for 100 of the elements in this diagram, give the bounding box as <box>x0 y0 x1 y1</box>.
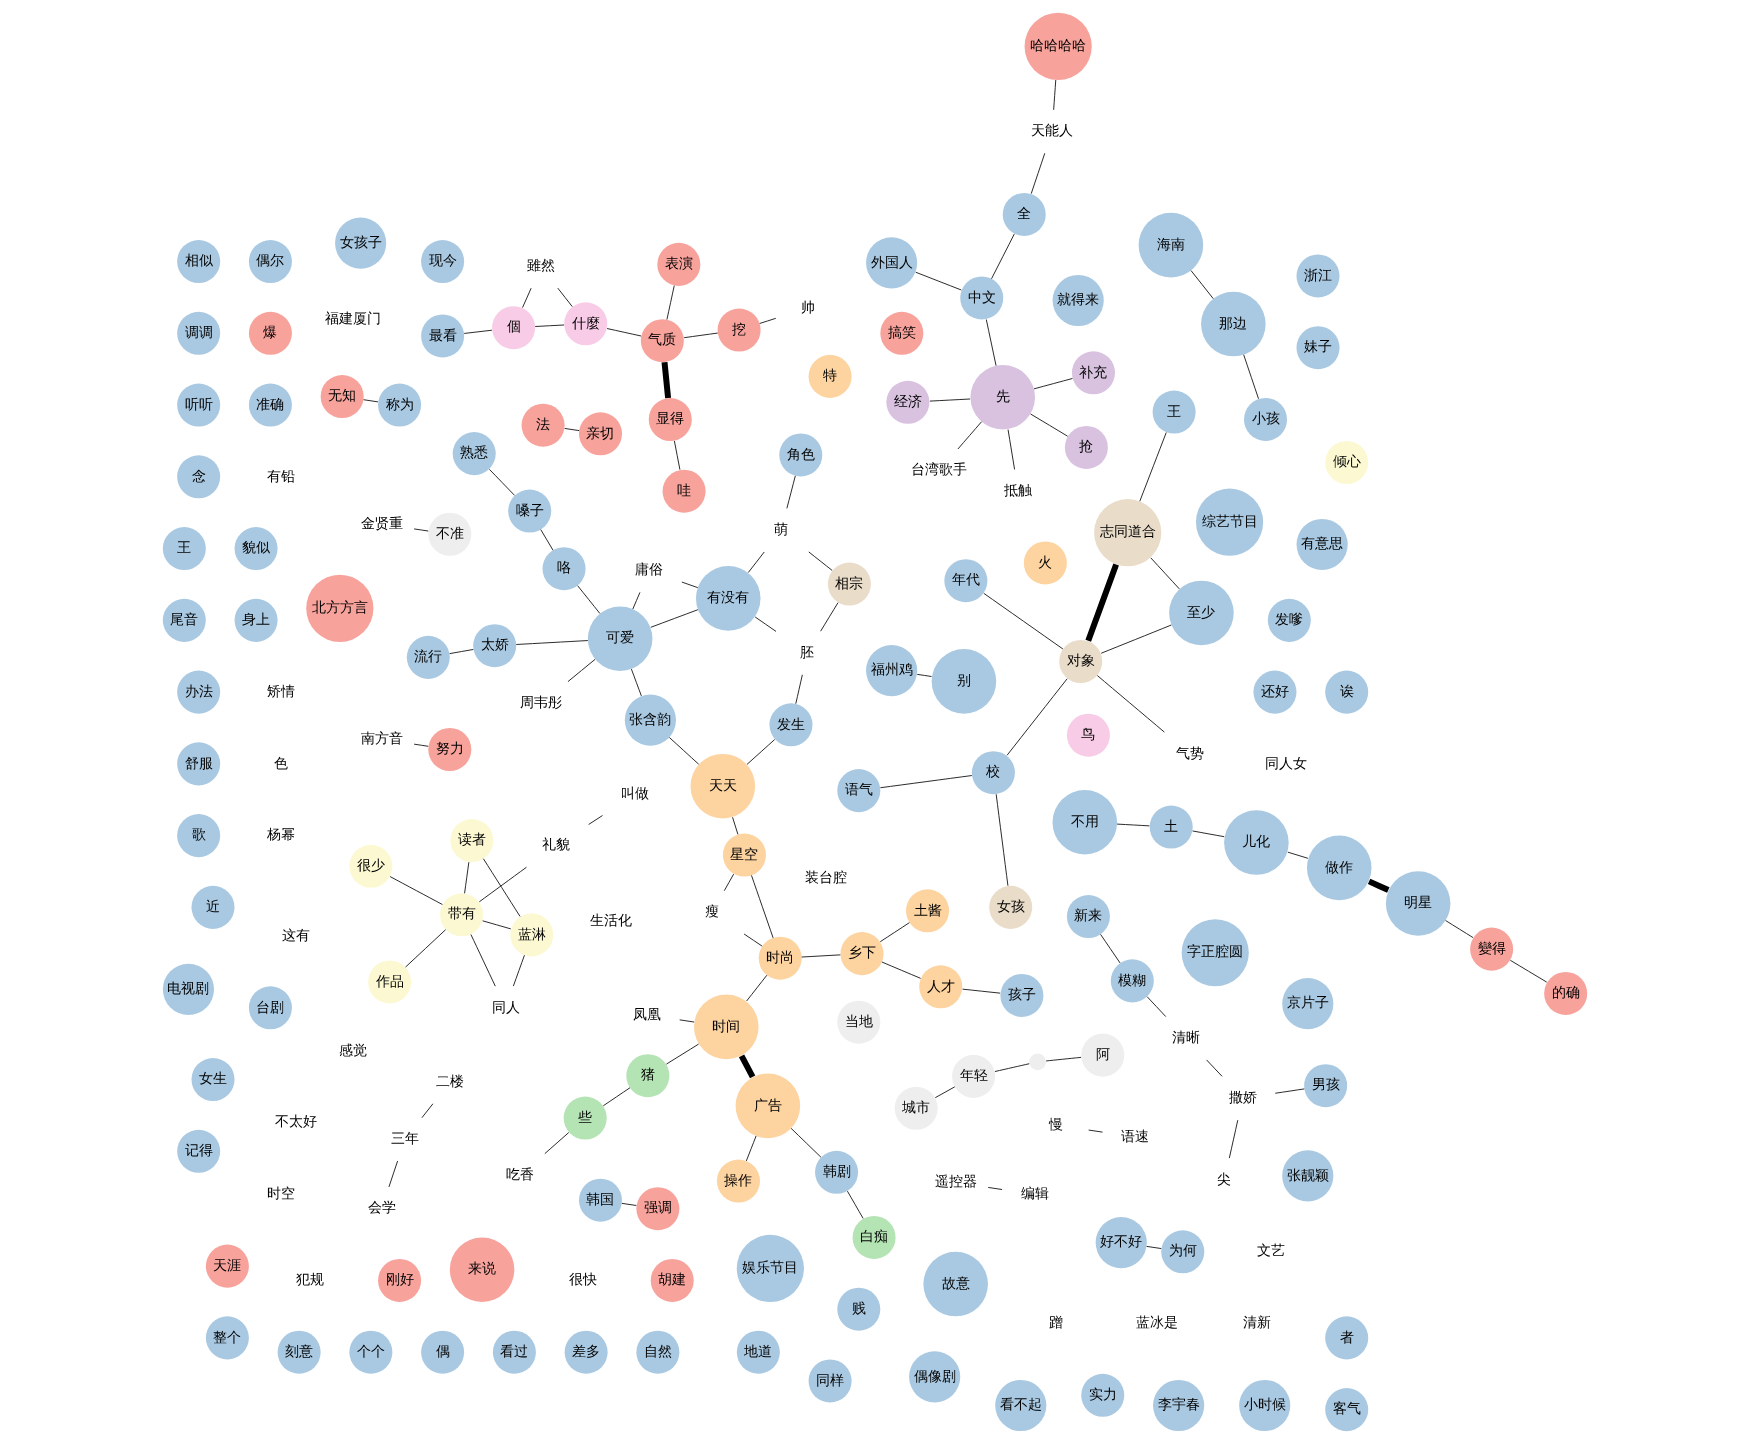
node-text: 礼貌 <box>542 836 571 853</box>
connector <box>915 271 962 291</box>
connector <box>881 961 922 979</box>
node-text: 蓝冰是 <box>1135 1314 1178 1331</box>
node-text: 编辑 <box>1020 1185 1049 1202</box>
node-circle: 好不好 <box>1095 1217 1147 1269</box>
node-circle: 补充 <box>1071 351 1115 395</box>
node-circle: 为何 <box>1161 1230 1205 1274</box>
connector <box>1088 1129 1104 1133</box>
connector <box>747 551 765 574</box>
node-circle: 字正腔圆 <box>1181 919 1249 987</box>
connector <box>564 427 580 432</box>
connector <box>632 591 641 610</box>
node-circle: 时间 <box>694 994 759 1060</box>
connector <box>916 673 933 677</box>
connector <box>732 816 739 835</box>
node-circle: 爆 <box>248 311 292 355</box>
connector <box>512 954 525 987</box>
node-text: 慢 <box>1049 1115 1064 1132</box>
node-circle: 搞笑 <box>880 311 924 355</box>
node-circle: 女孩 <box>989 885 1033 929</box>
node-circle: 歌 <box>177 814 221 858</box>
connector <box>449 649 474 655</box>
node-circle: 貌似 <box>234 527 278 571</box>
connector <box>557 287 573 308</box>
node-circle: 做作 <box>1306 835 1372 901</box>
connector <box>478 866 527 903</box>
node-circle: 哈哈哈哈 <box>1024 12 1092 80</box>
node-circle: 特 <box>808 354 852 398</box>
connector <box>681 581 699 589</box>
connector <box>745 1135 757 1162</box>
node-text: 南方音 <box>360 730 403 747</box>
connector <box>515 640 589 645</box>
node-circle: 天天 <box>690 753 756 819</box>
connector <box>879 775 973 789</box>
connector <box>1190 270 1214 300</box>
node-text: 很快 <box>568 1271 597 1288</box>
connector <box>683 332 719 339</box>
node-text: 感觉 <box>338 1041 367 1058</box>
connector <box>1100 933 1121 964</box>
node-circle: 读者 <box>450 819 494 863</box>
connector <box>630 668 642 697</box>
node-circle: 表演 <box>657 242 701 286</box>
connector <box>1006 678 1068 756</box>
connector <box>482 858 521 917</box>
node-circle: 些 <box>563 1096 607 1140</box>
node-circle: 无知 <box>320 375 364 419</box>
connector <box>808 551 833 571</box>
node-text: 周韦彤 <box>520 694 563 711</box>
connector <box>388 1160 399 1188</box>
node-circle: 城市 <box>894 1086 938 1130</box>
node-text: 同人 <box>491 998 520 1015</box>
node-circle: 明星 <box>1385 871 1451 936</box>
connector <box>544 1132 570 1155</box>
node-circle: 不准 <box>428 512 472 556</box>
node-circle: 看过 <box>492 1330 536 1374</box>
node-circle: 实力 <box>1081 1373 1125 1417</box>
node-circle: 强调 <box>636 1187 680 1231</box>
node-text: 胚 <box>800 643 815 660</box>
connector <box>1287 851 1309 859</box>
node-circle: 记得 <box>177 1129 221 1173</box>
node-text: 遥控器 <box>934 1173 977 1190</box>
connector <box>1116 823 1150 827</box>
node-circle: 个个 <box>349 1330 393 1374</box>
connector <box>879 922 910 943</box>
node-circle: 蓝淋 <box>510 913 554 957</box>
connector <box>759 317 777 324</box>
node-circle: 李宇春 <box>1153 1379 1205 1432</box>
node-circle: 猪 <box>626 1054 670 1098</box>
node-circle: 韩国 <box>578 1178 622 1222</box>
node-text: 矫情 <box>267 682 296 699</box>
connector <box>723 873 735 892</box>
node-circle: 女生 <box>191 1058 235 1102</box>
node-circle: 准确 <box>248 383 292 427</box>
node-text: 装台腔 <box>805 869 848 886</box>
node-circle: 白痴 <box>852 1215 896 1259</box>
node-circle: 浙江 <box>1296 254 1340 298</box>
connector <box>522 287 532 309</box>
node-circle: 中文 <box>960 276 1004 320</box>
node-circle: 客气 <box>1325 1388 1369 1432</box>
node-circle: 男孩 <box>1304 1064 1348 1108</box>
connector <box>962 988 1001 994</box>
connector <box>1053 79 1057 111</box>
node-circle: 的确 <box>1544 971 1588 1015</box>
node-circle: 火 <box>1023 541 1067 585</box>
node-circle: 张靓颖 <box>1282 1150 1334 1202</box>
node-text: 雖然 <box>526 257 555 274</box>
node-circle: 舒服 <box>177 742 221 786</box>
node-circle: 气质 <box>640 319 684 363</box>
node-circle: 台剧 <box>248 986 292 1030</box>
connector <box>488 468 515 496</box>
connector <box>754 616 777 632</box>
connector <box>929 398 971 402</box>
node-text: 这有 <box>281 926 310 943</box>
connector <box>846 1190 864 1219</box>
node-text: 庸俗 <box>635 561 664 578</box>
node-text: 犯规 <box>295 1271 324 1288</box>
node-text: 尖 <box>1217 1170 1232 1187</box>
node-circle: 外国人 <box>866 237 918 289</box>
connector <box>363 399 379 403</box>
